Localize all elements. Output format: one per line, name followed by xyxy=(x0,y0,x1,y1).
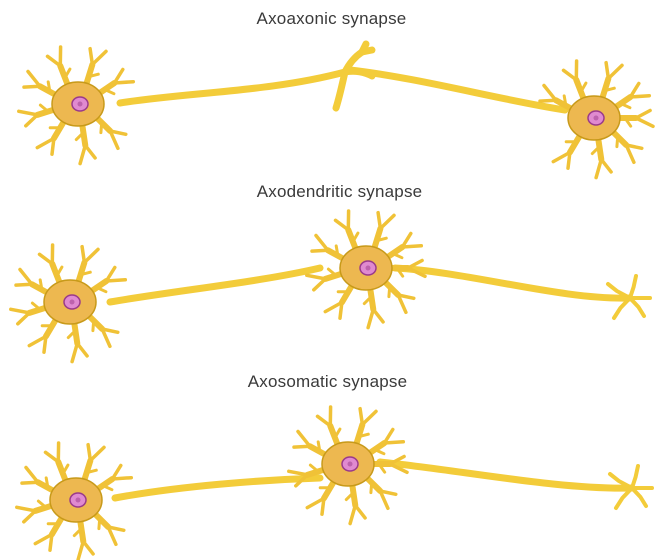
dendrite-branch xyxy=(77,343,87,356)
dendrite-branch xyxy=(16,284,32,285)
nucleolus xyxy=(366,266,371,271)
dendrite-branch xyxy=(90,49,92,65)
dendrite-twig xyxy=(621,104,630,108)
axon-presynaptic-3 xyxy=(115,478,320,498)
dendrite-branch xyxy=(90,447,104,460)
dendrite-branch xyxy=(336,220,349,230)
dendrite-branch xyxy=(18,313,30,324)
dendrite-twig xyxy=(318,442,320,452)
dendrite-branch xyxy=(24,511,36,522)
dendrite-branch xyxy=(26,468,38,483)
dendrite-twig xyxy=(371,483,372,493)
dendrite-branch xyxy=(564,70,577,80)
dendrite-branch xyxy=(378,213,380,229)
nucleolus xyxy=(594,116,599,121)
dendrite-twig xyxy=(389,287,390,297)
dendrite-branch xyxy=(318,416,331,426)
nucleolus xyxy=(70,300,75,305)
dendrite-branch xyxy=(294,446,310,447)
dendrite-branch xyxy=(80,145,85,163)
dendrite-branch xyxy=(373,309,383,322)
dendrite-branch xyxy=(46,452,59,462)
dendrite-branch xyxy=(11,309,30,313)
dendrite-twig xyxy=(375,450,384,454)
dendrite-branch xyxy=(316,236,328,251)
dendrite-branch xyxy=(84,249,98,262)
dendrite-branch xyxy=(106,280,125,281)
dendrite-branch xyxy=(608,65,622,78)
axon-postsynaptic-2 xyxy=(395,268,630,298)
dendrite-twig xyxy=(105,90,114,94)
dendrite-branch xyxy=(606,63,608,79)
dendrite-twig xyxy=(46,478,48,488)
dendrite-branch xyxy=(24,86,40,87)
axosomatic-panel xyxy=(17,407,632,560)
dendrite-branch xyxy=(26,115,38,126)
dendrite-branch xyxy=(596,159,601,177)
soma-mid-3 xyxy=(289,407,407,524)
dendrite-twig xyxy=(48,82,50,92)
dendrite-branch xyxy=(19,111,38,115)
dendrite-branch xyxy=(402,246,421,247)
dendrite-twig xyxy=(40,280,42,290)
nucleolus xyxy=(78,102,83,107)
dendrite-branch xyxy=(20,270,32,285)
dendrite-branch xyxy=(601,159,611,172)
dendrite-branch xyxy=(362,411,376,424)
dendrite-branch xyxy=(85,145,95,158)
dendrite-branch xyxy=(28,72,40,87)
axodendritic-panel xyxy=(11,211,630,362)
dendrite-branch xyxy=(72,343,77,361)
dendrite-branch xyxy=(350,505,355,523)
dendrite-twig xyxy=(97,288,106,292)
axon-1-presynaptic xyxy=(120,72,345,103)
axon-2-postsynaptic xyxy=(350,70,565,110)
dendrite-branch xyxy=(78,541,83,559)
dendrite-branch xyxy=(355,505,365,518)
dendrite-branch xyxy=(298,432,310,447)
dendrite-branch xyxy=(307,275,326,279)
dendrite-branch xyxy=(88,445,90,461)
dendrite-twig xyxy=(617,137,618,147)
dendrite-branch xyxy=(22,482,38,483)
nucleolus xyxy=(348,462,353,467)
dendrite-branch xyxy=(17,507,36,511)
dendrite-twig xyxy=(393,254,402,258)
dendrite-branch xyxy=(82,247,84,263)
dendrite-branch xyxy=(384,442,403,443)
dendrite-branch xyxy=(48,56,61,66)
axoaxonic-panel xyxy=(19,44,653,178)
dendrite-twig xyxy=(336,246,338,256)
dendrite-branch xyxy=(289,471,308,475)
soma-left-1 xyxy=(19,47,134,164)
dendrite-twig xyxy=(103,486,112,490)
dendrite-branch xyxy=(630,96,649,97)
axon-presynaptic-2 xyxy=(110,268,320,302)
dendrite-branch xyxy=(360,409,362,425)
dendrite-branch xyxy=(636,111,650,119)
dendrite-twig xyxy=(101,123,102,133)
dendrite-branch xyxy=(83,541,93,554)
dendrite-branch xyxy=(114,82,133,83)
dendrite-branch xyxy=(314,279,326,290)
dendrite-branch xyxy=(636,118,653,126)
dendrite-branch xyxy=(112,478,131,479)
axon-terminal-branches xyxy=(336,44,372,108)
soma-right-1 xyxy=(540,61,653,178)
dendrite-branch xyxy=(312,250,328,251)
dendrite-branch xyxy=(380,215,394,228)
dendrite-branch xyxy=(544,86,556,101)
dendrite-branch xyxy=(368,309,373,327)
dendrite-twig xyxy=(564,96,566,106)
dendrite-twig xyxy=(93,321,94,331)
dendrite-branch xyxy=(40,254,53,264)
dendrite-branch xyxy=(540,100,556,101)
dendrite-twig xyxy=(99,519,100,529)
dendrite-branch xyxy=(92,51,106,64)
axon-postsynaptic-3 xyxy=(380,462,632,488)
soma-mid-2 xyxy=(307,211,425,328)
nucleolus xyxy=(76,498,81,503)
